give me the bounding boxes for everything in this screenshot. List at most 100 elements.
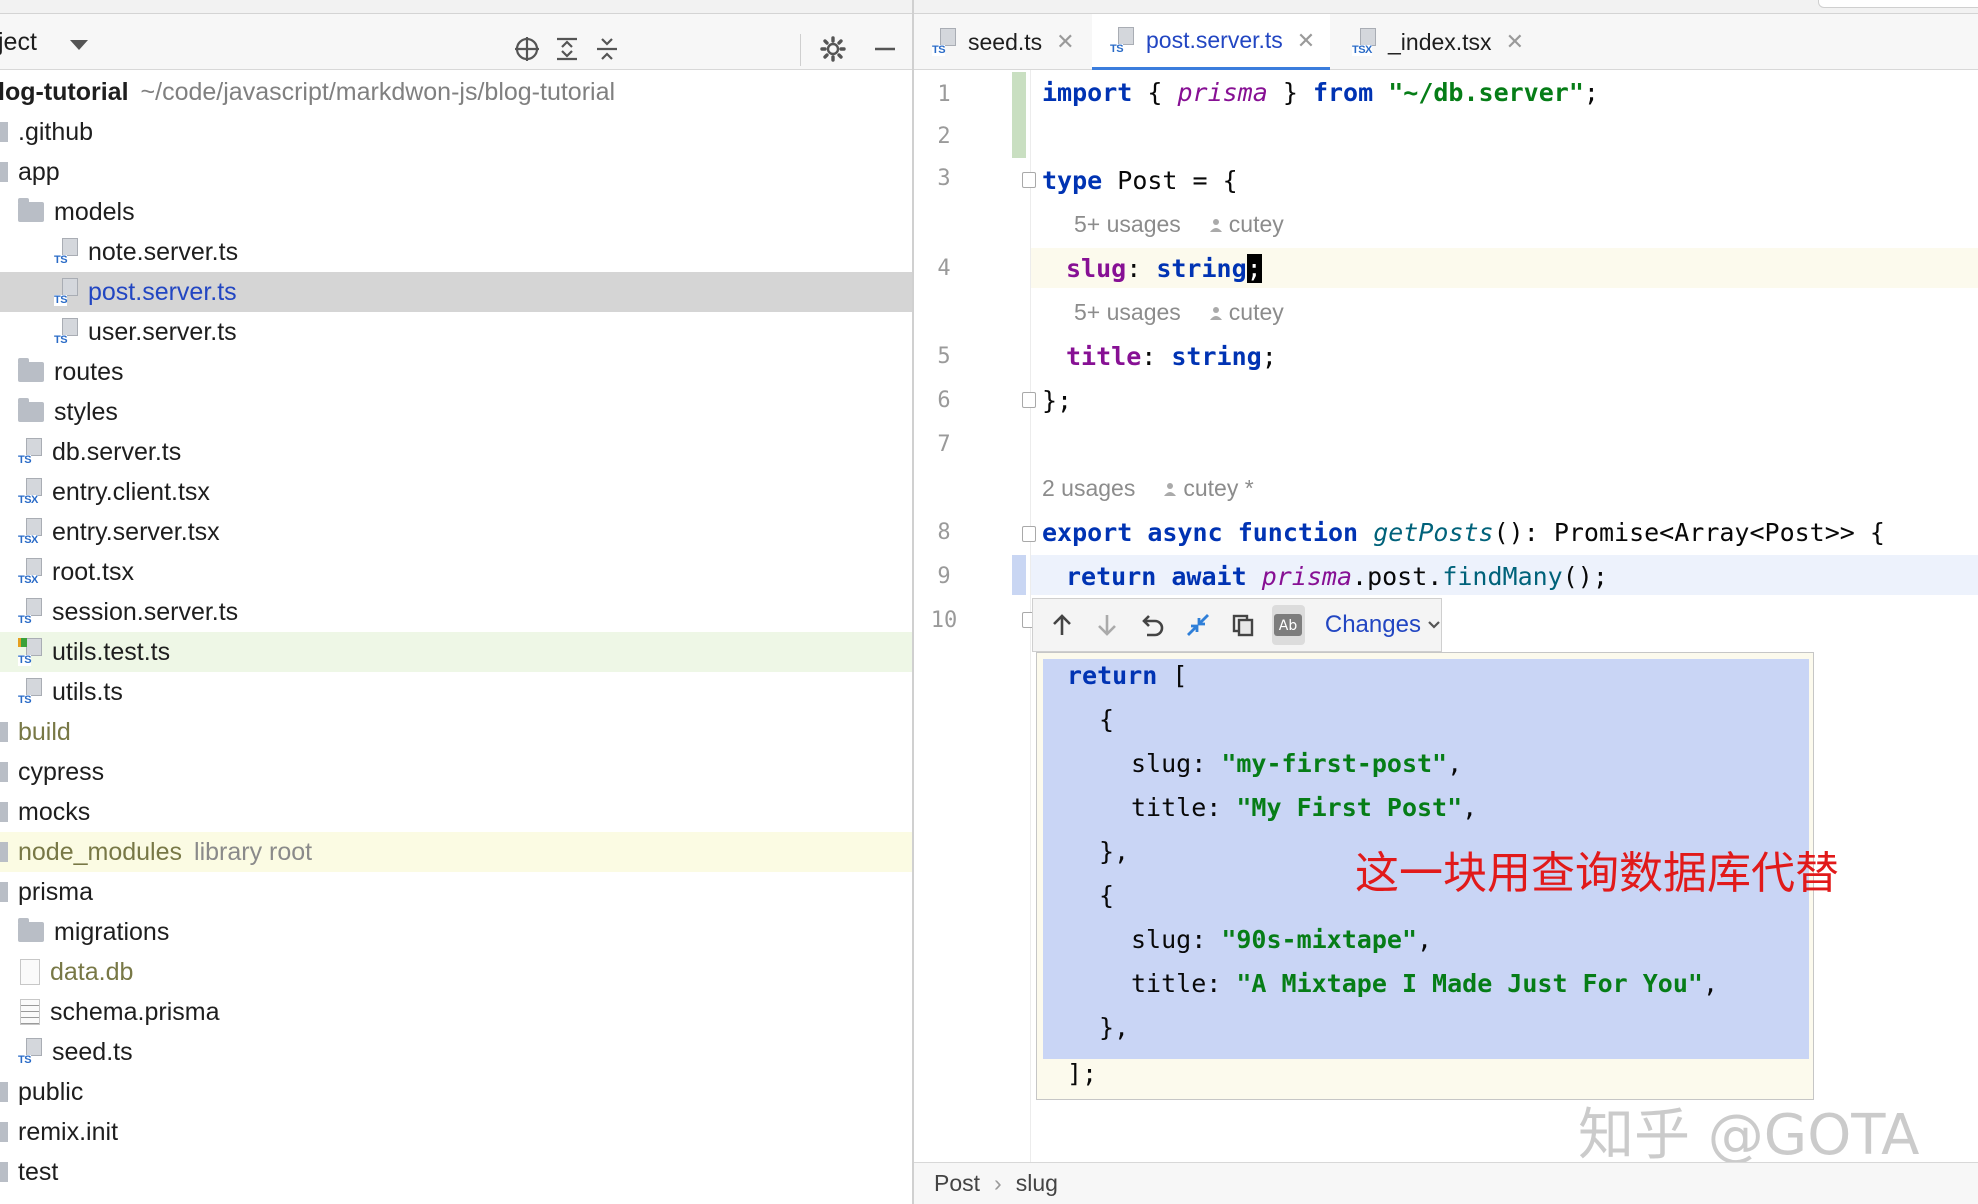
tab-index-tsx[interactable]: TSX _index.tsx ✕: [1352, 28, 1524, 56]
copy-icon[interactable]: [1226, 605, 1259, 645]
tree-root[interactable]: log-tutorial ~/code/javascript/markdwon-…: [0, 72, 912, 112]
tree-item-models[interactable]: models: [0, 192, 912, 232]
tree-item-user-server-ts[interactable]: TS user.server.ts: [54, 317, 237, 346]
fold-toggle-icon[interactable]: [1022, 526, 1036, 542]
line-number: 3: [937, 166, 951, 191]
tab-seed-ts[interactable]: TS seed.ts ✕: [932, 28, 1075, 56]
close-icon[interactable]: ✕: [1505, 29, 1524, 54]
panel-splitter[interactable]: [912, 0, 914, 1204]
line-number: 8: [937, 520, 951, 545]
typescript-file-icon: TS: [18, 438, 44, 466]
collapse-all-icon[interactable]: [590, 32, 624, 66]
line-number: 10: [930, 608, 958, 633]
editor-gutter[interactable]: [914, 70, 1030, 1162]
tree-item-entry-server-tsx[interactable]: TSX entry.server.tsx: [18, 517, 220, 546]
tree-item-build[interactable]: build: [0, 712, 912, 752]
tree-item-remix-init[interactable]: remix.init: [0, 1112, 912, 1152]
chevron-down-icon[interactable]: [70, 40, 88, 50]
person-icon: [1209, 299, 1223, 326]
breadcrumb-item[interactable]: slug: [1015, 1170, 1058, 1196]
tree-item-prisma[interactable]: prisma: [0, 872, 912, 912]
tree-item-cypress[interactable]: cypress: [0, 752, 912, 792]
title-strip: [914, 0, 1978, 14]
show-diff-icon[interactable]: [1181, 605, 1214, 645]
code-line-4[interactable]: slug: string;: [1066, 253, 1262, 283]
folder-icon: [0, 842, 8, 862]
fold-toggle-icon[interactable]: [1022, 172, 1036, 188]
code-line-9[interactable]: return await prisma.post.findMany();: [1066, 561, 1608, 591]
code-line-1[interactable]: import { prisma } from "~/db.server";: [1042, 77, 1599, 107]
inlay-hint-usages[interactable]: 2 usages cutey *: [1042, 474, 1254, 501]
changes-dropdown[interactable]: Changes: [1324, 611, 1421, 638]
folder-icon: [0, 162, 8, 182]
gear-icon[interactable]: [816, 32, 850, 66]
code-line-5[interactable]: title: string;: [1066, 341, 1277, 371]
next-change-icon[interactable]: [1090, 605, 1123, 645]
diff-line: title: "My First Post",: [1131, 792, 1478, 822]
folder-icon: [0, 802, 8, 822]
line-number: 6: [937, 388, 951, 413]
tree-item-github[interactable]: .github: [0, 112, 912, 152]
tree-item-note-server-ts[interactable]: TS note.server.ts: [54, 237, 239, 266]
diff-line: title: "A Mixtape I Made Just For You",: [1131, 968, 1719, 998]
tree-item-public[interactable]: public: [0, 1072, 912, 1112]
typescript-file-icon: TS: [54, 278, 80, 306]
tab-post-server-ts[interactable]: TS post.server.ts ✕: [1092, 14, 1330, 70]
project-view-selector[interactable]: ject: [0, 28, 37, 56]
tree-item-routes[interactable]: routes: [0, 352, 912, 392]
rollback-icon[interactable]: [1136, 605, 1169, 645]
root-path: ~/code/javascript/markdwon-js/blog-tutor…: [140, 77, 616, 106]
tree-item-session-server-ts[interactable]: TS session.server.ts: [18, 597, 239, 626]
chevron-down-icon[interactable]: [1427, 620, 1441, 630]
folder-icon: [0, 1162, 8, 1182]
title-strip: [0, 0, 912, 14]
folder-icon: [0, 1082, 8, 1102]
tree-item-post-server-ts[interactable]: TS post.server.ts: [0, 272, 912, 312]
tree-item-seed-ts[interactable]: TS seed.ts: [18, 1037, 133, 1066]
folder-icon: [18, 398, 44, 422]
tree-item-root-tsx[interactable]: TSX root.tsx: [18, 557, 134, 586]
close-icon[interactable]: ✕: [1296, 27, 1316, 53]
test-file-icon: TS: [18, 638, 44, 666]
diff-line: {: [1099, 880, 1115, 910]
line-number: 9: [937, 564, 951, 589]
tree-item-app[interactable]: app: [0, 152, 912, 192]
editor-tab-bar: TS seed.ts ✕ TS post.server.ts ✕ TSX _in…: [914, 14, 1978, 70]
toolbar-separator: [800, 34, 801, 66]
tree-item-mocks[interactable]: mocks: [0, 792, 912, 832]
vcs-modified-marker[interactable]: [1012, 555, 1026, 595]
code-line-6[interactable]: };: [1042, 385, 1073, 415]
tree-item-data-db[interactable]: data.db: [0, 952, 912, 992]
code-line-3[interactable]: type Post = {: [1042, 165, 1238, 195]
tree-item-utils-ts[interactable]: TS utils.ts: [18, 677, 123, 706]
tree-item-schema-prisma[interactable]: schema.prisma: [0, 992, 912, 1032]
highlight-words-icon[interactable]: Ab: [1271, 605, 1305, 645]
tree-item-utils-test-ts[interactable]: TS utils.test.ts: [0, 632, 912, 672]
tree-item-migrations[interactable]: migrations: [0, 912, 912, 952]
tree-item-styles[interactable]: styles: [0, 392, 912, 432]
hide-panel-icon[interactable]: [868, 32, 902, 66]
typescript-file-icon: TS: [932, 28, 958, 56]
library-root-label: library root: [194, 837, 313, 866]
inlay-hint-usages[interactable]: 5+ usages cutey: [1074, 210, 1284, 238]
search-everywhere-field[interactable]: [1818, 0, 1978, 8]
tree-item-test[interactable]: test: [0, 1152, 912, 1192]
text-caret: ;: [1246, 253, 1262, 283]
code-line-8[interactable]: export async function getPosts(): Promis…: [1042, 517, 1885, 547]
locate-file-icon[interactable]: [510, 32, 544, 66]
inlay-hint-usages[interactable]: 5+ usages cutey: [1074, 298, 1284, 326]
previous-change-icon[interactable]: [1045, 605, 1078, 645]
tree-item-node-modules[interactable]: node_modules library root: [0, 832, 912, 872]
tree-item-db-server-ts[interactable]: TS db.server.ts: [18, 437, 182, 466]
fold-toggle-icon[interactable]: [1022, 392, 1036, 408]
breadcrumb-item[interactable]: Post: [934, 1170, 981, 1196]
vcs-added-marker[interactable]: [1012, 72, 1026, 158]
red-annotation: 这一块用查询数据库代替: [1355, 848, 1839, 899]
person-icon: [1209, 211, 1223, 238]
expand-all-icon[interactable]: [550, 32, 584, 66]
close-icon[interactable]: ✕: [1056, 29, 1075, 54]
folder-icon: [0, 762, 8, 782]
line-number: 1: [937, 82, 951, 107]
changed-line-highlight: [1031, 555, 1978, 595]
tree-item-entry-client-tsx[interactable]: TSX entry.client.tsx: [18, 477, 210, 506]
